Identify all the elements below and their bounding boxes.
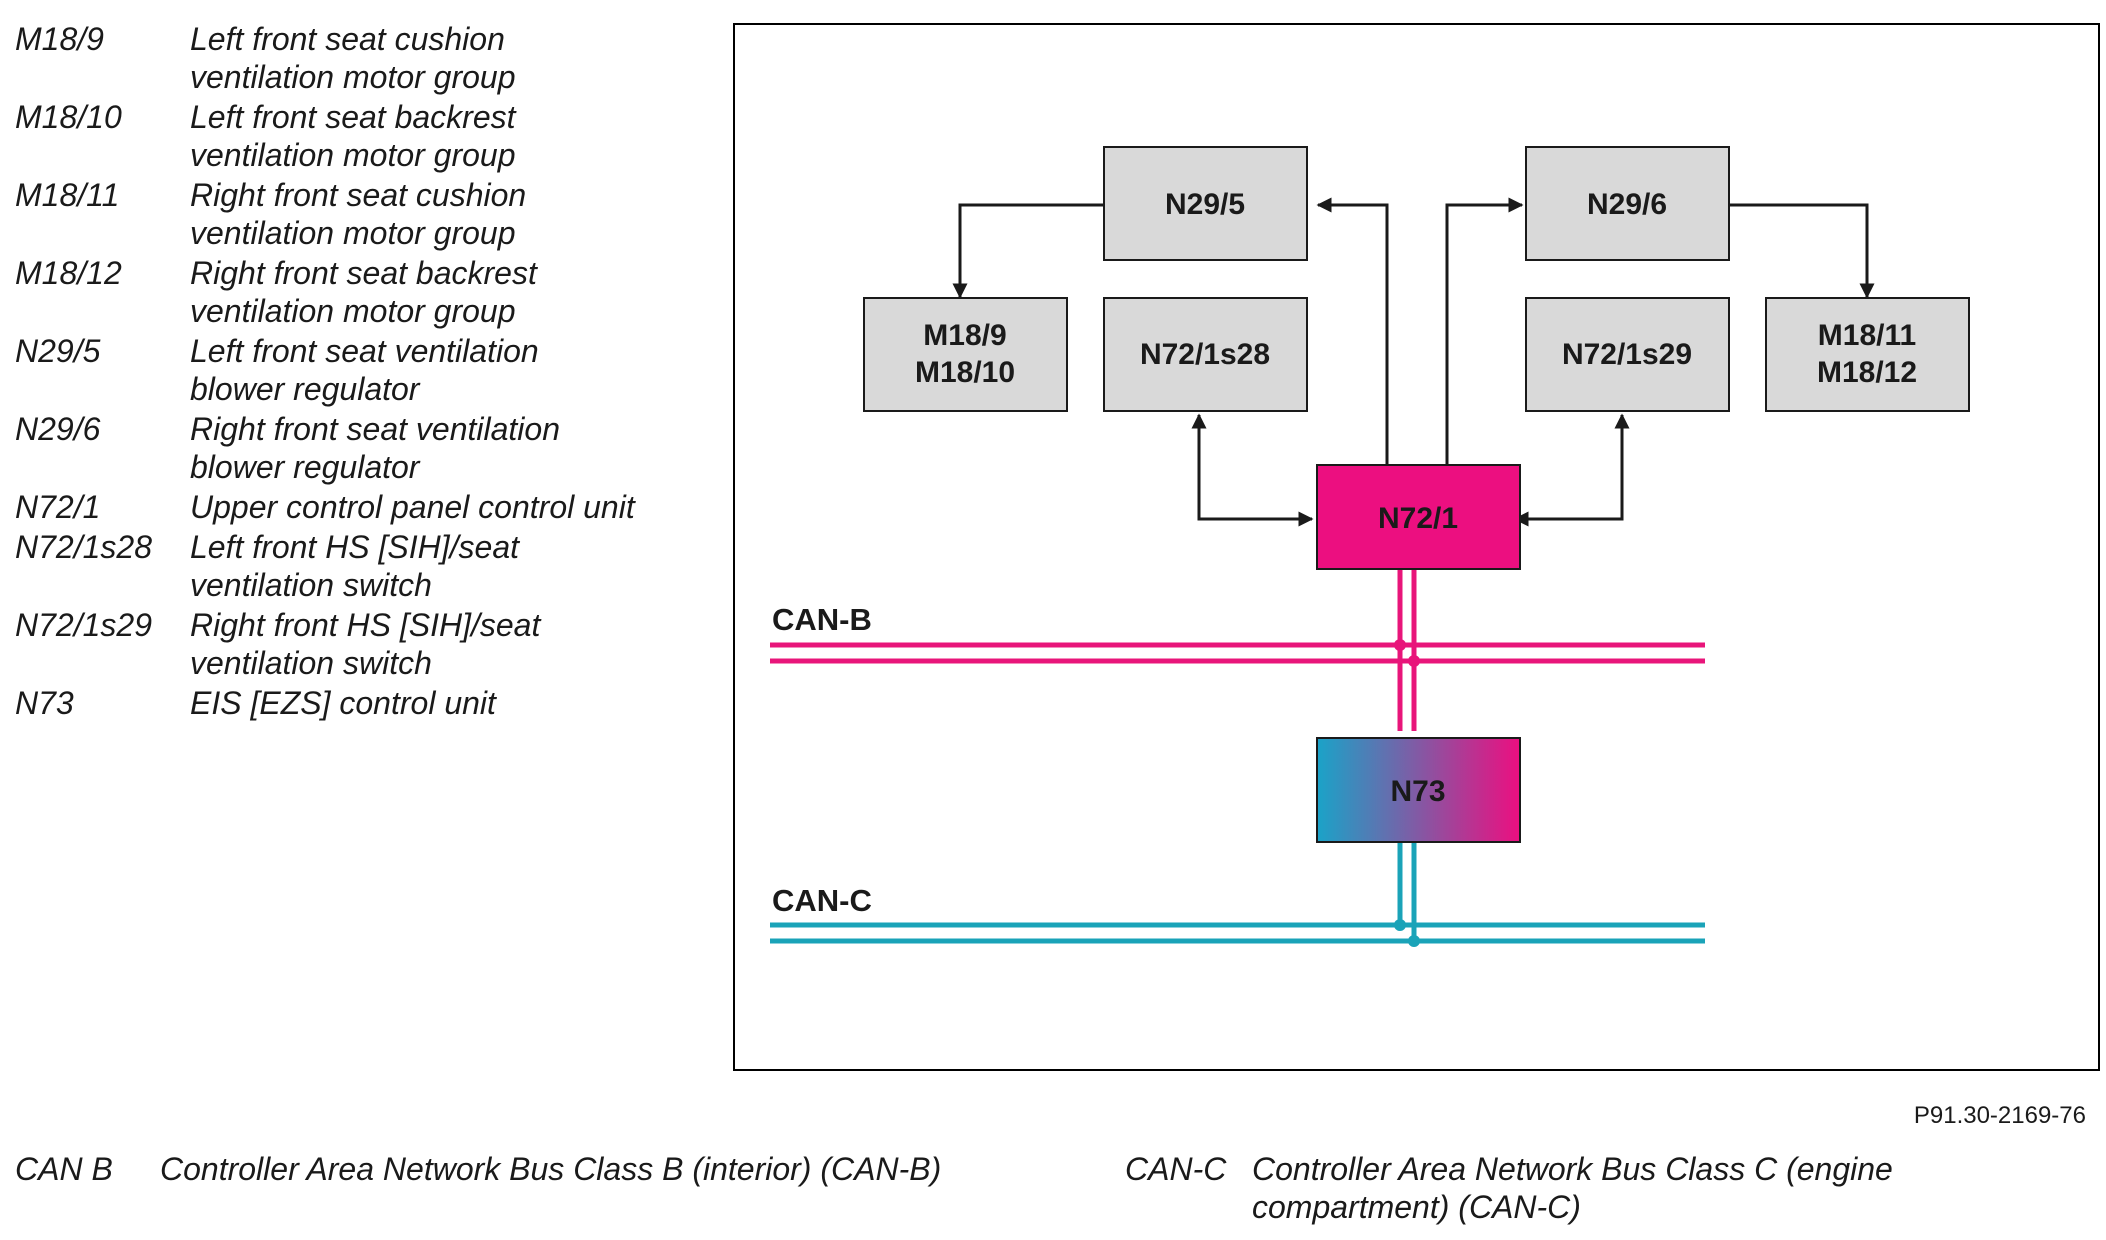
svg-text:N29/6: N29/6: [1587, 188, 1667, 221]
legend-row: M18/11 Right front seat cushion ventilati…: [15, 176, 635, 254]
footnote-code: CAN-C: [1125, 1151, 1227, 1187]
box-n29-5: N29/5: [1103, 146, 1308, 261]
footnote-text: Controller Area Network Bus Class B (int…: [160, 1151, 942, 1187]
legend-code: M18/9: [15, 21, 104, 57]
box-m18-11-m18-12: M18/11 M18/12: [1765, 297, 1970, 412]
legend-code: N72/1: [15, 489, 101, 525]
legend-description: Right front seat ventilation blower regu…: [190, 411, 560, 485]
svg-text:M18/11: M18/11: [1818, 319, 1916, 352]
legend-description: Left front seat ventilation blower regul…: [190, 333, 539, 407]
can-b-label: CAN-B: [772, 602, 872, 637]
legend-row: M18/9 Left front seat cushion ventilation…: [15, 20, 635, 98]
wiring-diagram: N29/5 N29/6 M18/9 M18/10 N72/1s28 N72/1s…: [770, 146, 1970, 947]
box-n72-1s29: N72/1s29: [1525, 297, 1730, 412]
svg-text:N72/1: N72/1: [1378, 502, 1458, 535]
legend-description: Right front HS [SIH]/seat ventilation sw…: [190, 607, 541, 681]
can-c-bus: [770, 835, 1705, 944]
legend-code: M18/10: [15, 99, 122, 135]
footnote-code: CAN B: [15, 1151, 113, 1187]
legend-code: N72/1s28: [15, 529, 152, 565]
line-n29-6-to-m18-right: [1729, 203, 1875, 299]
legend-code: M18/12: [15, 255, 122, 291]
svg-text:M18/10: M18/10: [915, 356, 1015, 389]
footnote-can-c: CAN-C Controller Area Network Bus Class …: [1125, 1150, 1893, 1226]
legend-description: Left front seat cushion ventilation moto…: [190, 21, 516, 95]
legend-description: Right front seat cushion ventilation mot…: [190, 177, 527, 251]
legend-row: N72/1s29 Right front HS [SIH]/seat ventil…: [15, 606, 635, 684]
box-n73: N73: [1316, 737, 1521, 843]
legend-description: Left front seat backrest ventilation mot…: [190, 99, 516, 173]
signal-lines: [952, 197, 1875, 527]
legend-row: N72/1 Upper control panel control unit: [15, 488, 635, 528]
legend-row: N29/6 Right front seat ventilation blower…: [15, 410, 635, 488]
legend-code: M18/11: [15, 177, 120, 213]
line-n72-1-to-n29-6: [1445, 197, 1524, 465]
legend-code: N29/6: [15, 411, 101, 447]
legend-table: M18/9 Left front seat cushion ventilation…: [15, 20, 635, 724]
line-n72-1s28-to-n72-1: [1191, 413, 1314, 527]
legend-code: N73: [15, 685, 74, 721]
diagram-frame: N29/5 N29/6 M18/9 M18/10 N72/1s28 N72/1s…: [733, 23, 2100, 1071]
legend-code: N72/1s29: [15, 607, 152, 643]
box-n72-1s28: N72/1s28: [1103, 297, 1308, 412]
svg-text:N73: N73: [1390, 775, 1445, 808]
line-n72-1s29-to-n72-1: [1513, 413, 1630, 527]
legend-description: EIS [EZS] control unit: [190, 685, 496, 721]
legend-row: M18/10 Left front seat backrest ventilati…: [15, 98, 635, 176]
svg-text:M18/9: M18/9: [923, 319, 1006, 352]
can-c-junctions: [1394, 919, 1420, 947]
svg-text:N72/1s29: N72/1s29: [1562, 338, 1692, 371]
legend-row: N29/5 Left front seat ventilation blower …: [15, 332, 635, 410]
box-n29-6: N29/6: [1525, 146, 1730, 261]
can-b-junctions: [1394, 639, 1420, 667]
legend-row: M18/12 Right front seat backrest ventilat…: [15, 254, 635, 332]
figure-id: P91.30-2169-76: [1913, 1102, 2086, 1129]
footnote-text: Controller Area Network Bus Class C (eng…: [1252, 1151, 1893, 1225]
legend-description: Left front HS [SIH]/seat ventilation swi…: [190, 529, 520, 603]
svg-text:N29/5: N29/5: [1165, 188, 1245, 221]
box-n72-1: N72/1: [1316, 464, 1521, 570]
svg-text:N72/1s28: N72/1s28: [1140, 338, 1270, 371]
can-c-label: CAN-C: [772, 883, 872, 918]
legend-description: Upper control panel control unit: [190, 489, 635, 525]
can-b-bus: [770, 569, 1705, 731]
line-n29-5-to-m18-left: [952, 203, 1104, 299]
legend-row: N73 EIS [EZS] control unit: [15, 684, 635, 724]
box-m18-9-m18-10: M18/9 M18/10: [863, 297, 1068, 412]
line-n72-1-to-n29-5: [1316, 197, 1389, 465]
footnote-can-b: CAN B Controller Area Network Bus Class …: [15, 1150, 941, 1188]
svg-text:M18/12: M18/12: [1817, 356, 1917, 389]
legend-code: N29/5: [15, 333, 101, 369]
legend-row: N72/1s28 Left front HS [SIH]/seat ventila…: [15, 528, 635, 606]
legend-description: Right front seat backrest ventilation mo…: [190, 255, 537, 329]
